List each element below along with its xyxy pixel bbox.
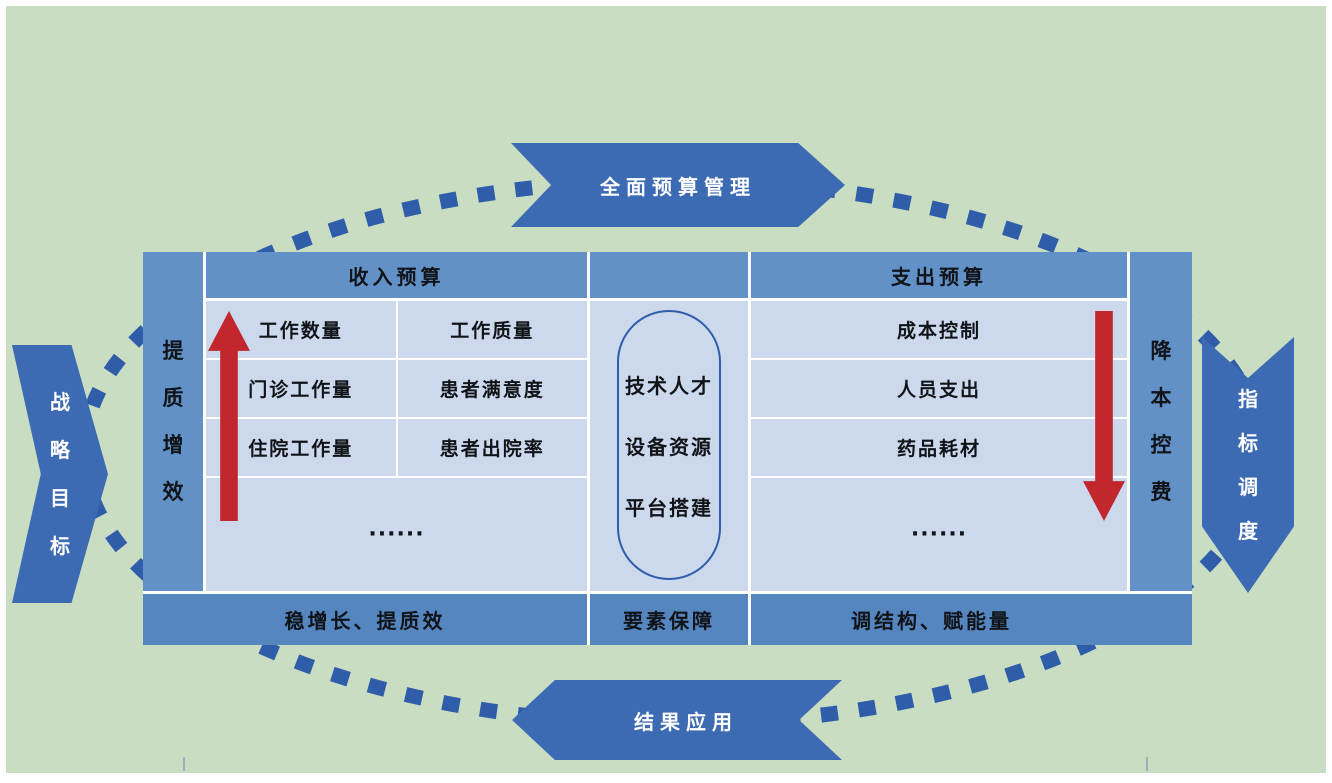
expense-cell: 人员支出 <box>751 360 1127 417</box>
footer-resources-label: 要素保障 <box>623 609 715 633</box>
footer-expense-label: 调结构、赋能量 <box>851 609 1012 633</box>
resources-area: 技术人才 设备资源 平台搭建 <box>590 301 748 591</box>
left-strip-label: 提质增效 <box>162 338 184 504</box>
page-margin-mark <box>1146 757 1148 771</box>
expense-cell: 药品耗材 <box>751 419 1127 476</box>
budget-panel: 提质增效 收入预算 支出预算 降本控费 工作数量 工作质量 门诊工作量 患者满意… <box>143 252 1192 645</box>
left-strip: 提质增效 <box>143 252 203 591</box>
income-table: 工作数量 工作质量 门诊工作量 患者满意度 住院工作量 患者出院率 ······ <box>206 301 587 591</box>
expense-table: 成本控制 人员支出 药品耗材 ······ <box>751 301 1127 591</box>
right-strip: 降本控费 <box>1130 252 1192 591</box>
resource-item: 技术人才 <box>625 373 713 398</box>
expense-cell: 成本控制 <box>751 301 1127 358</box>
bottom-process-label: 结果应用 <box>634 709 738 734</box>
footer-income-band: 稳增长、提质效 <box>143 594 587 645</box>
page-margin-mark <box>183 757 185 771</box>
resource-item: 设备资源 <box>625 434 713 459</box>
income-budget-header: 收入预算 <box>206 252 587 298</box>
income-budget-title: 收入预算 <box>348 264 445 289</box>
resources-capsule: 技术人才 设备资源 平台搭建 <box>617 310 721 580</box>
income-cell: 患者满意度 <box>397 360 587 417</box>
expense-budget-header: 支出预算 <box>751 252 1127 298</box>
income-cell: 工作质量 <box>397 301 587 358</box>
bottom-process-ribbon: 结果应用 <box>512 680 842 760</box>
resource-item: 平台搭建 <box>625 495 713 520</box>
indicator-dispatch-label: 指标调度 <box>1238 387 1258 543</box>
footer-resources-band: 要素保障 <box>590 594 748 645</box>
expense-ellipsis-cell: ······ <box>751 478 1127 591</box>
income-cell: 患者出院率 <box>397 419 587 476</box>
expense-budget-title: 支出预算 <box>891 264 987 289</box>
strategic-goal-label: 战略目标 <box>50 390 70 558</box>
footer-income-label: 稳增长、提质效 <box>284 609 446 633</box>
top-process-ribbon: 全面预算管理 <box>511 143 845 227</box>
right-strip-label: 降本控费 <box>1150 338 1172 504</box>
middle-top-band <box>590 252 748 298</box>
footer-expense-band: 调结构、赋能量 <box>751 594 1192 645</box>
top-process-label: 全面预算管理 <box>600 174 756 199</box>
income-ellipsis-cell: ······ <box>206 478 587 591</box>
